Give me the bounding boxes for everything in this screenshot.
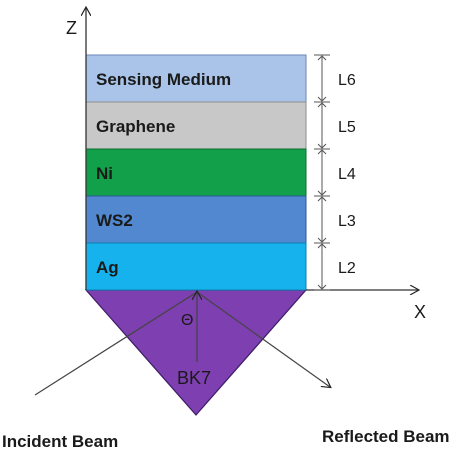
layer-label-ws2: WS2 — [96, 211, 133, 230]
incident-beam-label: Incident Beam — [2, 432, 118, 451]
dim-label-l3: L3 — [338, 213, 356, 230]
bk7-prism — [84, 289, 308, 416]
dim-label-l4: L4 — [338, 166, 356, 183]
angle-theta-label: Θ — [181, 312, 193, 329]
layer-label-ag: Ag — [96, 258, 119, 277]
x-axis-label: X — [414, 302, 426, 322]
reflected-beam-label: Reflected Beam — [322, 427, 450, 446]
layer-graphene — [85, 101, 307, 150]
layer-ag — [85, 242, 307, 291]
layer-ni — [85, 148, 307, 197]
thickness-dimensions — [314, 54, 330, 291]
layer-label-sensing-medium: Sensing Medium — [96, 70, 231, 89]
layer-stack: Sensing Medium Graphene Ni WS2 Ag — [85, 54, 307, 291]
incident-beam-line — [34, 291, 198, 396]
z-axis-label: Z — [66, 18, 77, 38]
dim-label-l2: L2 — [338, 260, 356, 277]
prism-label-bk7: BK7 — [177, 368, 211, 388]
dim-label-l5: L5 — [338, 119, 356, 136]
layer-label-ni: Ni — [96, 164, 113, 183]
layer-label-graphene: Graphene — [96, 117, 175, 136]
reflected-beam-line — [196, 291, 330, 387]
layer-ws2 — [85, 195, 307, 244]
dim-label-l6: L6 — [338, 72, 356, 89]
layer-sensing-medium — [85, 54, 307, 103]
